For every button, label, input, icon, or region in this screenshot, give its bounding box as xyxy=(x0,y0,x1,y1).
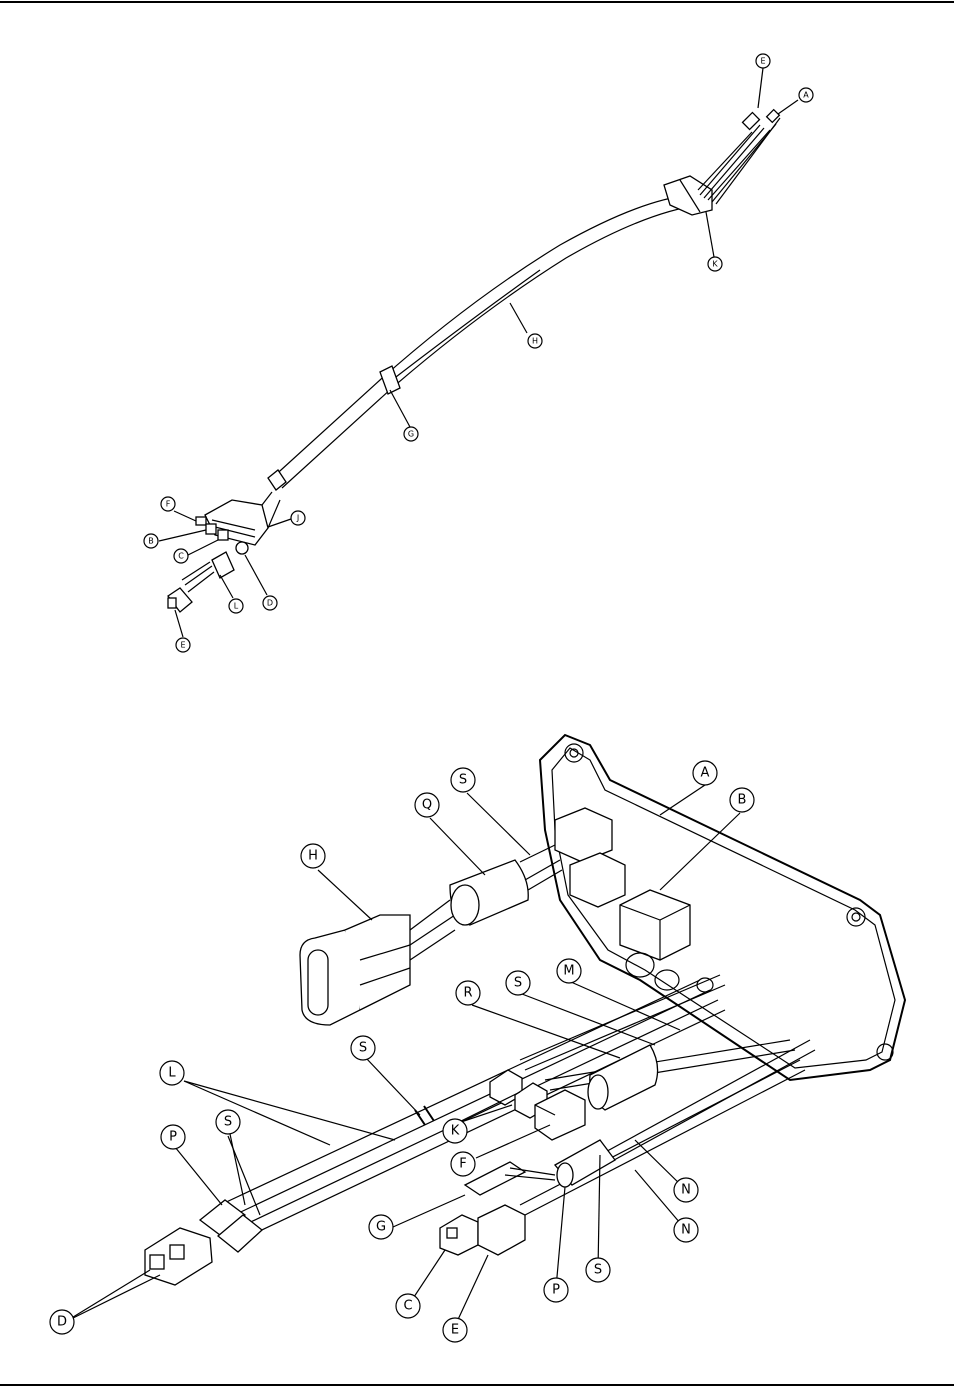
callout-l-p2: P xyxy=(544,1278,568,1302)
callout-letter: E xyxy=(180,641,185,650)
callout-u-g: G xyxy=(404,427,418,441)
callout-letter: J xyxy=(296,514,299,523)
callout-l-f: F xyxy=(451,1152,475,1176)
callout-l-h: H xyxy=(301,844,325,868)
callout-l-n2: N xyxy=(674,1218,698,1242)
callout-letter: H xyxy=(308,849,318,864)
callout-letter: K xyxy=(712,260,718,269)
callout-l-n1: N xyxy=(674,1178,698,1202)
callout-letter: Q xyxy=(422,798,432,813)
callout-l-s1: S xyxy=(451,768,475,792)
callout-letter: L xyxy=(234,602,239,611)
callout-letter: C xyxy=(178,552,184,561)
callout-l-s3: S xyxy=(351,1036,375,1060)
callout-letter: D xyxy=(57,1315,67,1330)
callout-l-k: K xyxy=(443,1119,467,1143)
callout-letter: S xyxy=(594,1263,602,1278)
callout-letter: S xyxy=(224,1115,232,1130)
callout-l-e: E xyxy=(443,1318,467,1342)
callout-l-m: M xyxy=(557,959,581,983)
callout-l-l: L xyxy=(160,1061,184,1085)
callout-l-c: C xyxy=(396,1294,420,1318)
callout-l-a: A xyxy=(693,761,717,785)
lower-bracket-assembly xyxy=(65,735,905,1326)
callout-letter: D xyxy=(267,599,273,608)
callout-letter: F xyxy=(166,500,171,509)
callout-u-b: B xyxy=(144,534,158,548)
callout-letter: B xyxy=(148,537,154,546)
callout-letter: A xyxy=(803,91,809,100)
callout-l-q: Q xyxy=(415,793,439,817)
callout-u-l: L xyxy=(229,599,243,613)
callout-letter: E xyxy=(451,1323,459,1338)
callout-u-e-top: E xyxy=(756,54,770,68)
callout-u-c: C xyxy=(174,549,188,563)
callout-letter: N xyxy=(681,1183,691,1198)
callout-u-h: H xyxy=(528,334,542,348)
callout-letter: N xyxy=(681,1223,691,1238)
callout-letter: S xyxy=(359,1041,367,1056)
callout-u-d: D xyxy=(263,596,277,610)
callout-l-r: R xyxy=(456,981,480,1005)
callout-letter: B xyxy=(738,793,747,808)
callout-l-b: B xyxy=(730,788,754,812)
callout-letter: C xyxy=(403,1299,412,1314)
callout-l-s4: S xyxy=(216,1110,240,1134)
callout-u-a: A xyxy=(799,88,813,102)
callout-l-s2: S xyxy=(506,971,530,995)
callout-letter: M xyxy=(563,964,574,979)
callout-letter: H xyxy=(532,337,538,346)
callout-letter: L xyxy=(168,1066,176,1081)
callout-l-p1: P xyxy=(161,1125,185,1149)
callout-letter: K xyxy=(451,1124,460,1139)
callout-letter: P xyxy=(552,1283,560,1298)
callout-u-f: F xyxy=(161,497,175,511)
callout-letter: G xyxy=(376,1220,386,1235)
callout-letter: F xyxy=(459,1157,466,1172)
callout-u-e-bottom: E xyxy=(176,638,190,652)
callout-letter: S xyxy=(514,976,522,991)
callout-u-j: J xyxy=(291,511,305,525)
callout-letter: P xyxy=(169,1130,177,1145)
callout-letter: A xyxy=(701,766,710,781)
callout-letter: R xyxy=(463,986,472,1001)
callout-letter: E xyxy=(760,57,765,66)
callout-letter: S xyxy=(459,773,467,788)
callout-letter: G xyxy=(408,430,414,439)
callout-u-k: K xyxy=(708,257,722,271)
callout-l-s5: S xyxy=(586,1258,610,1282)
callout-l-g: G xyxy=(369,1215,393,1239)
upper-harness-drawing xyxy=(159,68,798,637)
callout-l-d: D xyxy=(50,1310,74,1334)
